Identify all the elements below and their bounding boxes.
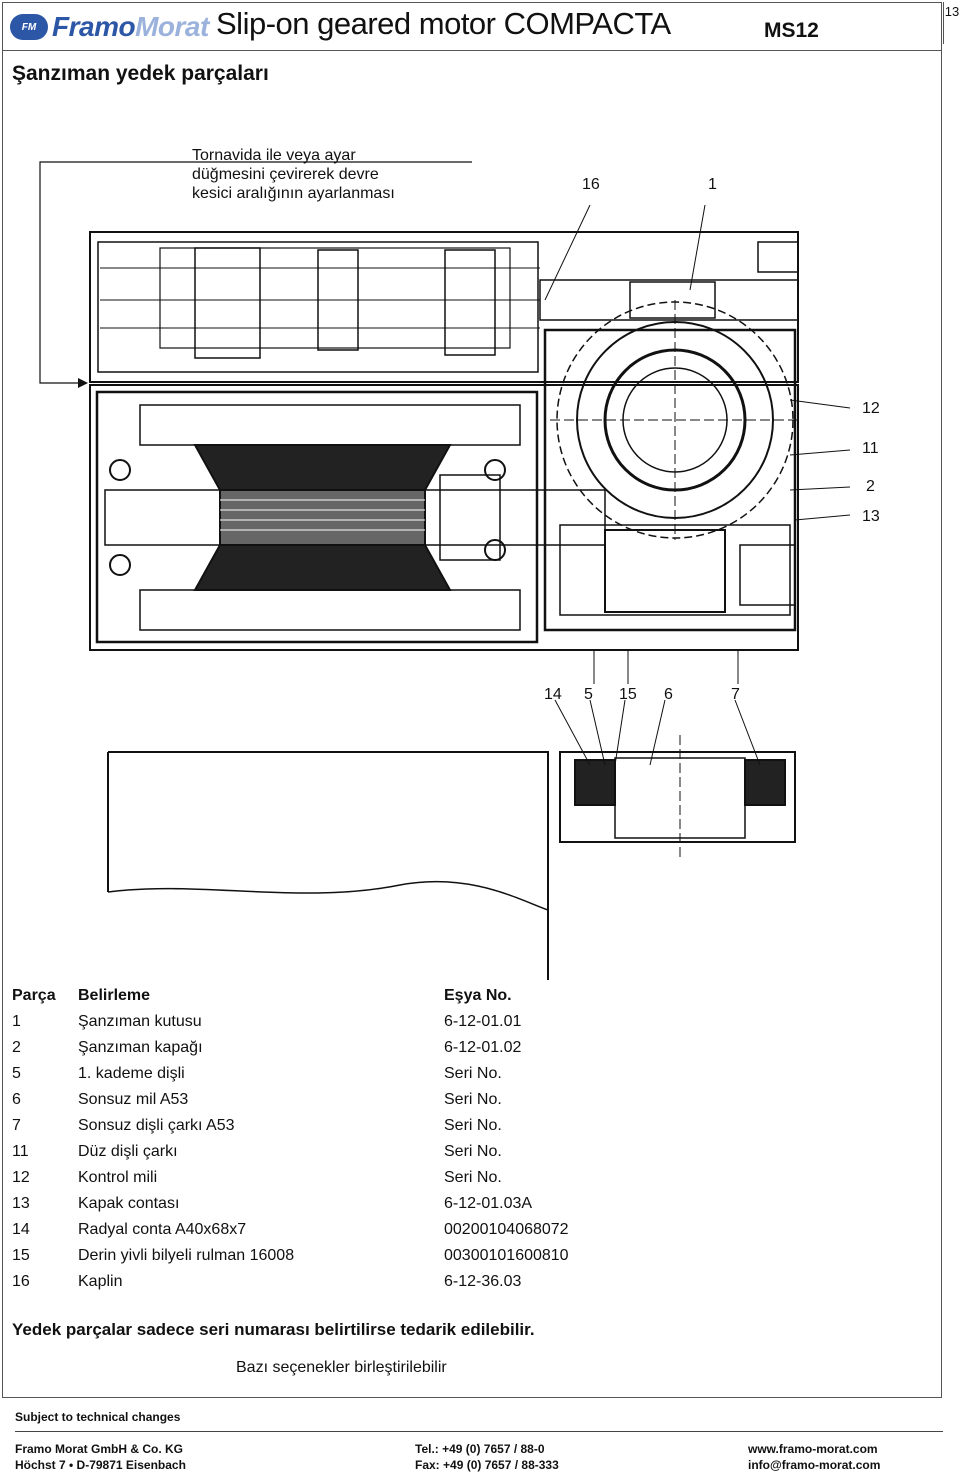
part-designation: Derin yivli bilyeli rulman 16008 bbox=[78, 1247, 295, 1264]
table-row: 12 Kontrol mili Seri No. bbox=[12, 1165, 624, 1191]
footer-address-block: Framo Morat GmbH & Co. KG Höchst 7 • D-7… bbox=[15, 1441, 186, 1473]
footer-subject: Subject to technical changes bbox=[15, 1410, 181, 1424]
callout-label: 13 bbox=[862, 508, 880, 525]
part-number: 15 bbox=[12, 1247, 30, 1264]
part-item-no: 6-12-36.03 bbox=[444, 1273, 522, 1290]
footer-fax: Fax: +49 (0) 7657 / 88-333 bbox=[415, 1458, 559, 1472]
note-line: kesici aralığının ayarlanması bbox=[192, 185, 395, 202]
part-item-no: Seri No. bbox=[444, 1117, 502, 1134]
column-header-part: Parça bbox=[12, 987, 56, 1004]
ordering-note: Yedek parçalar sadece seri numarası beli… bbox=[12, 1320, 535, 1339]
part-designation: Sonsuz mil A53 bbox=[78, 1091, 189, 1108]
part-item-no: 00300101600810 bbox=[444, 1247, 569, 1264]
part-designation: Kontrol mili bbox=[78, 1169, 158, 1186]
gearmotor-section-drawing bbox=[39, 161, 851, 980]
footer-email-link[interactable]: info@framo-morat.com bbox=[748, 1458, 881, 1472]
logo-mark-icon: FM bbox=[10, 14, 48, 40]
callout-label: 15 bbox=[619, 686, 637, 703]
part-number: 2 bbox=[12, 1039, 21, 1056]
part-item-no: 6-12-01.03A bbox=[444, 1195, 533, 1212]
table-row: 13 Kapak contası 6-12-01.03A bbox=[12, 1191, 624, 1217]
callout-label: 6 bbox=[664, 686, 673, 703]
logo-wordmark: FramoMorat bbox=[52, 11, 209, 43]
footer-tel: Tel.: +49 (0) 7657 / 88-0 bbox=[415, 1442, 545, 1456]
part-number: 6 bbox=[12, 1091, 21, 1108]
part-item-no: 6-12-01.02 bbox=[444, 1039, 522, 1056]
part-number: 12 bbox=[12, 1169, 30, 1186]
part-designation: Şanzıman kapağı bbox=[78, 1039, 203, 1056]
table-header-row: Parça Belirleme Eşya No. bbox=[12, 983, 624, 1009]
part-designation: 1. kademe dişli bbox=[78, 1065, 185, 1082]
callout-label: 16 bbox=[582, 176, 600, 193]
callout-label: 7 bbox=[731, 686, 740, 703]
callout-label: 11 bbox=[862, 440, 879, 457]
footer-web-link[interactable]: www.framo-morat.com bbox=[748, 1442, 878, 1456]
part-item-no: Seri No. bbox=[444, 1143, 502, 1160]
part-number: 1 bbox=[12, 1013, 21, 1030]
callout-label: 14 bbox=[544, 686, 562, 703]
note-line: düğmesini çevirerek devre bbox=[192, 166, 379, 183]
column-header-designation: Belirleme bbox=[78, 987, 151, 1004]
document-title: Slip-on geared motor COMPACTA bbox=[216, 6, 671, 41]
part-item-no: 6-12-01.01 bbox=[444, 1013, 522, 1030]
table-row: 5 1. kademe dişli Seri No. bbox=[12, 1061, 624, 1087]
part-item-no: Seri No. bbox=[444, 1065, 502, 1082]
part-designation: Kapak contası bbox=[78, 1195, 180, 1212]
table-row: 7 Sonsuz dişli çarkı A53 Seri No. bbox=[12, 1113, 624, 1139]
page-frame bbox=[2, 2, 942, 1398]
drawing-note: Tornavida ile veya ayar düğmesini çevire… bbox=[192, 146, 452, 203]
part-designation: Sonsuz dişli çarkı A53 bbox=[78, 1117, 235, 1134]
part-designation: Şanzıman kutusu bbox=[78, 1013, 202, 1030]
part-designation: Düz dişli çarkı bbox=[78, 1143, 178, 1160]
callout-label: 1 bbox=[708, 176, 717, 193]
footer-contact-block: www.framo-morat.com info@framo-morat.com bbox=[748, 1441, 880, 1473]
footer-address: Höchst 7 • D-79871 Eisenbach bbox=[15, 1458, 186, 1472]
table-row: 11 Düz dişli çarkı Seri No. bbox=[12, 1139, 624, 1165]
logo-word-2: Morat bbox=[135, 11, 209, 42]
company-logo: FM FramoMorat bbox=[10, 11, 209, 43]
table-row: 2 Şanzıman kapağı 6-12-01.02 bbox=[12, 1035, 624, 1061]
callout-label: 5 bbox=[584, 686, 593, 703]
table-row: 14 Radyal conta A40x68x7 00200104068072 bbox=[12, 1217, 624, 1243]
logo-word-1: Framo bbox=[52, 11, 136, 42]
table-row: 6 Sonsuz mil A53 Seri No. bbox=[12, 1087, 624, 1113]
footer-company: Framo Morat GmbH & Co. KG bbox=[15, 1442, 184, 1456]
header-divider bbox=[2, 50, 942, 51]
part-number: 11 bbox=[12, 1143, 29, 1160]
part-designation: Kaplin bbox=[78, 1273, 123, 1290]
part-number: 7 bbox=[12, 1117, 21, 1134]
section-title: Şanzıman yedek parçaları bbox=[12, 62, 269, 85]
table-row: 1 Şanzıman kutusu 6-12-01.01 bbox=[12, 1009, 624, 1035]
footer-phone-block: Tel.: +49 (0) 7657 / 88-0 Fax: +49 (0) 7… bbox=[415, 1441, 559, 1473]
part-designation: Radyal conta A40x68x7 bbox=[78, 1221, 247, 1238]
column-header-item-no: Eşya No. bbox=[444, 987, 512, 1004]
footer-divider bbox=[15, 1431, 943, 1432]
part-item-no: Seri No. bbox=[444, 1091, 502, 1108]
page-number: 13 bbox=[943, 2, 960, 44]
callout-label: 12 bbox=[862, 400, 880, 417]
part-number: 14 bbox=[12, 1221, 30, 1238]
part-number: 5 bbox=[12, 1065, 21, 1082]
parts-table: Parça Belirleme Eşya No. 1 Şanzıman kutus… bbox=[12, 983, 624, 1295]
document-code: MS12 bbox=[764, 19, 819, 42]
table-row: 15 Derin yivli bilyeli rulman 16008 003001… bbox=[12, 1243, 624, 1269]
part-number: 13 bbox=[12, 1195, 30, 1212]
note-line: Tornavida ile veya ayar bbox=[192, 147, 356, 164]
callout-label: 2 bbox=[866, 478, 875, 495]
table-row: 16 Kaplin 6-12-36.03 bbox=[12, 1269, 624, 1295]
part-item-no: Seri No. bbox=[444, 1169, 502, 1186]
options-note: Bazı seçenekler birleştirilebilir bbox=[236, 1359, 447, 1376]
part-number: 16 bbox=[12, 1273, 30, 1290]
part-item-no: 00200104068072 bbox=[444, 1221, 569, 1238]
